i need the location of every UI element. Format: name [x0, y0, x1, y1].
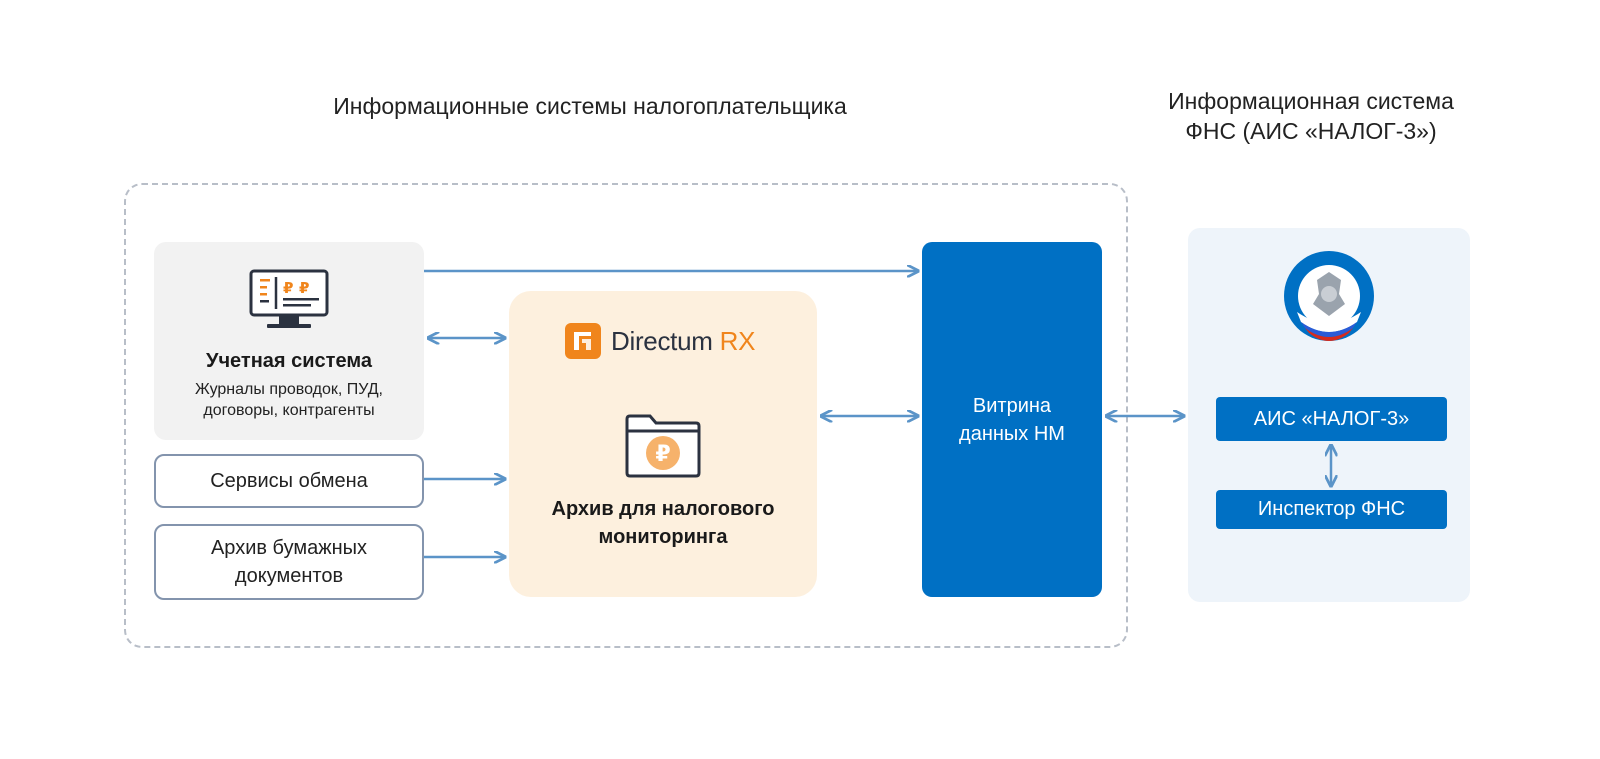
ais-nalog3-label: АИС «НАЛОГ-3» — [1253, 407, 1410, 430]
data-showcase-label: Витрина данных НМ — [959, 394, 1065, 445]
accounting-system-subtitle: Журналы проводок, ПУД, договоры, контраг… — [194, 381, 383, 419]
svg-text:₽: ₽ — [283, 279, 293, 297]
svg-text:₽: ₽ — [655, 442, 670, 467]
paper-archive-label: Архив бумажных документов — [210, 537, 368, 587]
accounting-system-title: Учетная система — [206, 350, 372, 372]
accounting-monitor-icon: ₽ ₽ — [249, 269, 329, 328]
fns-inspector-box: Инспектор ФНС — [1216, 490, 1447, 529]
directum-logo-icon — [565, 323, 601, 359]
ruble-folder-icon: ₽ — [625, 414, 701, 478]
heading-taxpayer-systems: Информационные системы налогоплательщика — [333, 93, 847, 119]
svg-text:₽: ₽ — [299, 279, 309, 297]
heading-fns-system: Информационная система ФНС (АИС «НАЛОГ-3… — [1168, 88, 1454, 144]
ais-nalog3-box: АИС «НАЛОГ-3» — [1216, 397, 1447, 441]
fns-inspector-label: Инспектор ФНС — [1257, 498, 1406, 520]
exchange-services-box: Сервисы обмена — [154, 454, 424, 508]
tax-archive-title: Архив для налогового мониторинга — [551, 498, 775, 548]
paper-archive-box: Архив бумажных документов — [154, 524, 424, 600]
exchange-services-label: Сервисы обмена — [210, 470, 368, 492]
accounting-system-box: ₽ ₽ Учетная система Журналы проводок, ПУ… — [154, 242, 424, 440]
fns-emblem-icon — [1284, 251, 1374, 341]
data-showcase-box: Витрина данных НМ — [922, 242, 1102, 597]
